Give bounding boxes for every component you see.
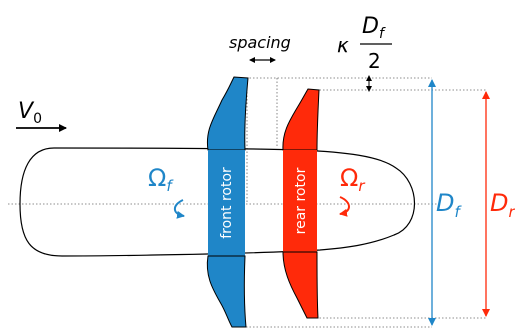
rear-blade-bottom <box>282 251 319 319</box>
front-diameter-dimension: Df <box>428 79 462 326</box>
fraction-denominator: 2 <box>368 49 381 73</box>
spacing-label: spacing <box>229 33 291 52</box>
front-rotor-label: front rotor <box>219 167 235 239</box>
freestream-velocity: V0 <box>16 99 67 132</box>
front-rotation: Ωf <box>148 164 185 219</box>
rear-rotor <box>282 88 320 319</box>
rear-rotor-label: rear rotor <box>293 167 309 234</box>
dr-label: Dr <box>490 189 515 221</box>
rear-blade-top <box>282 88 320 151</box>
omega-f-arrow <box>173 199 185 219</box>
fraction-numerator: Df <box>362 14 386 42</box>
kappa-symbol: κ <box>337 33 349 57</box>
front-hub <box>208 150 245 256</box>
df-label: Df <box>436 189 462 221</box>
front-rotor <box>206 76 249 328</box>
front-blade-bottom <box>206 255 247 328</box>
v0-label: V0 <box>18 99 42 127</box>
guide-lines <box>8 77 486 328</box>
rear-diameter-dimension: Dr <box>482 91 515 317</box>
omega-r-arrow <box>339 196 350 217</box>
rear-hub <box>283 150 317 252</box>
omega-f-label: Ωf <box>148 164 174 195</box>
front-blade-top <box>206 76 249 151</box>
rear-rotation: Ωr <box>339 164 365 217</box>
tip-clearance-formula: κ Df 2 <box>337 14 392 92</box>
spacing-dimension: spacing <box>229 33 291 63</box>
omega-r-label: Ωr <box>340 164 365 195</box>
